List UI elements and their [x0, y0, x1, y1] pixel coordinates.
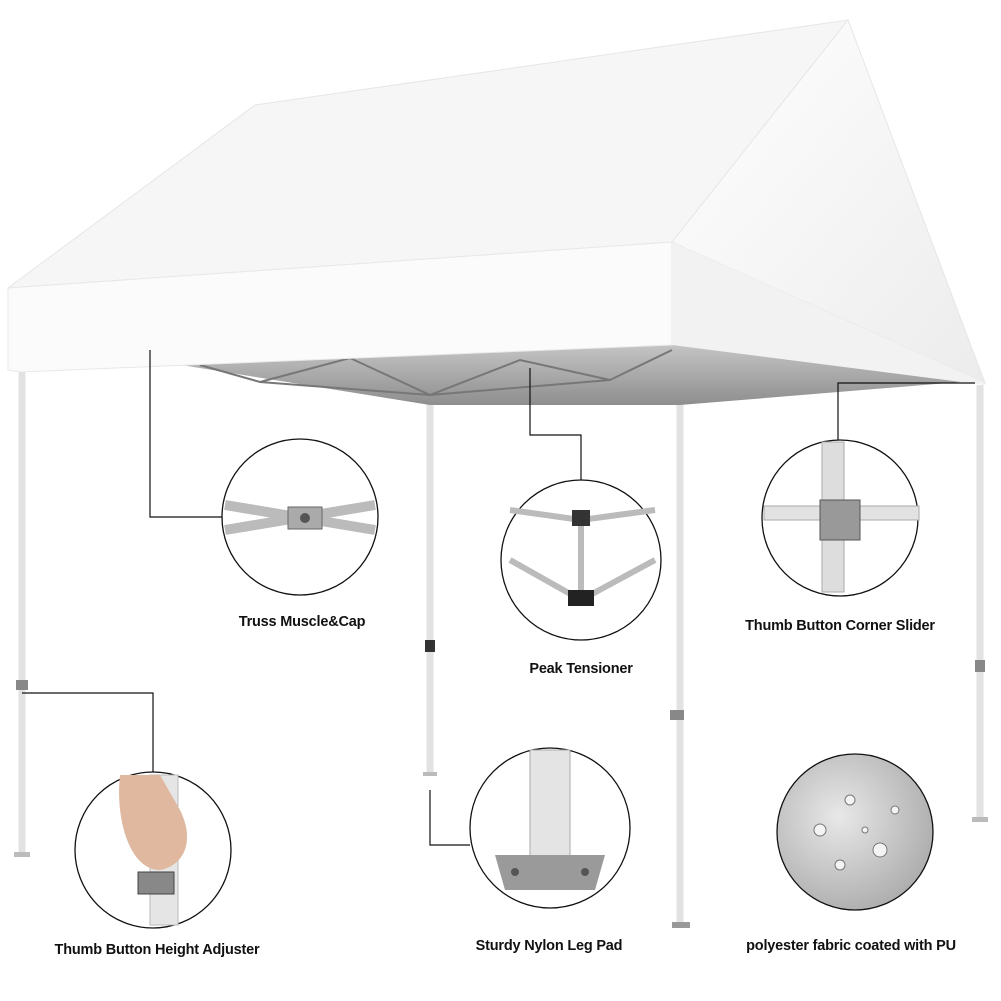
- detail-truss: [221, 438, 379, 596]
- label-peak-tensioner: Peak Tensioner: [529, 661, 633, 677]
- label-fabric: polyester fabric coated with PU: [746, 938, 956, 954]
- label-truss-muscle-cap: Truss Muscle&Cap: [238, 614, 366, 630]
- detail-peak: [500, 479, 662, 641]
- callout-lines: [22, 350, 975, 846]
- detail-corner-slider: [761, 439, 920, 597]
- leg-hardware: [14, 640, 988, 928]
- label-leg-pad: Sturdy Nylon Leg Pad: [475, 938, 623, 954]
- truss-frame: [199, 349, 673, 397]
- detail-height-adjuster: [74, 771, 232, 929]
- label-corner-slider: Thumb Button Corner Slider: [745, 618, 935, 634]
- tent-legs: [18, 370, 984, 925]
- detail-fabric: [776, 753, 934, 911]
- label-height-adjuster: Thumb Button Height Adjuster: [54, 942, 260, 958]
- canopy-valance: [7, 241, 673, 373]
- canopy-valance-side: [672, 242, 985, 385]
- detail-leg-pad: [469, 747, 631, 909]
